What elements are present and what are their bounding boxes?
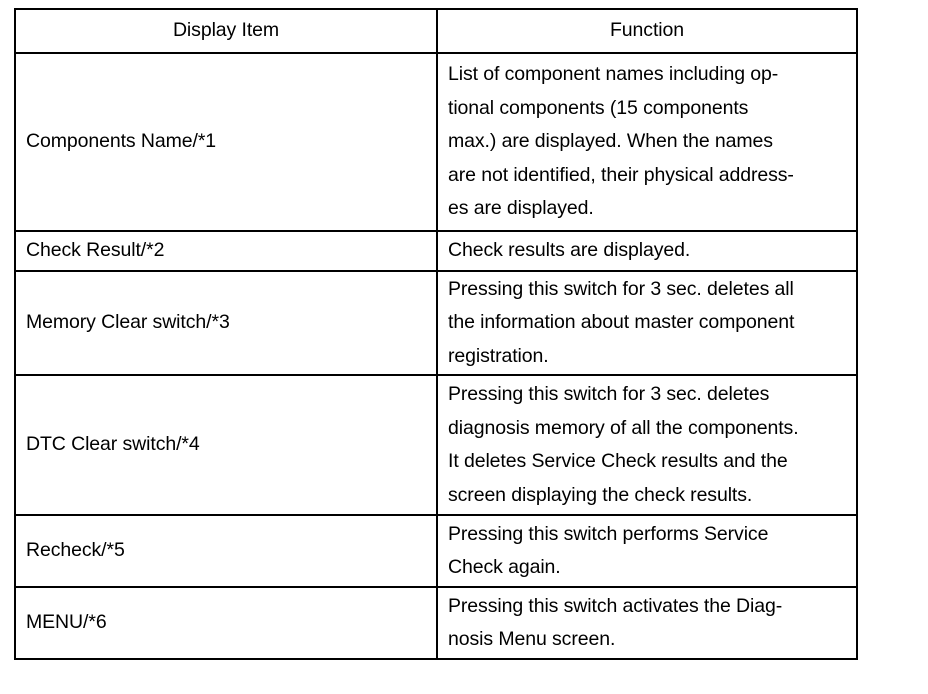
function-cell: List of component names including op- ti… xyxy=(436,52,858,232)
header-display-item: Display Item xyxy=(14,8,438,54)
header-row: Display Item Function xyxy=(14,8,858,54)
display-item-cell: Recheck/*5 xyxy=(14,514,438,588)
table-body: Components Name/*1 List of component nam… xyxy=(14,52,858,660)
display-items-table: Display Item Function Components Name/*1… xyxy=(14,8,858,660)
function-cell: Pressing this switch activates the Diag-… xyxy=(436,586,858,660)
function-cell: Check results are displayed. xyxy=(436,230,858,272)
display-item-cell: Check Result/*2 xyxy=(14,230,438,272)
display-item-cell: Components Name/*1 xyxy=(14,52,438,232)
table-row: Check Result/*2 Check results are displa… xyxy=(14,230,858,272)
table-header: Display Item Function xyxy=(14,8,858,54)
function-cell: Pressing this switch for 3 sec. deletes … xyxy=(436,270,858,376)
table-row: MENU/*6 Pressing this switch activates t… xyxy=(14,586,858,660)
display-item-cell: Memory Clear switch/*3 xyxy=(14,270,438,376)
table-row: DTC Clear switch/*4 Pressing this switch… xyxy=(14,374,858,516)
display-item-cell: MENU/*6 xyxy=(14,586,438,660)
display-item-cell: DTC Clear switch/*4 xyxy=(14,374,438,516)
display-items-table-container: Display Item Function Components Name/*1… xyxy=(14,8,858,660)
function-cell: Pressing this switch performs Service Ch… xyxy=(436,514,858,588)
table-row: Memory Clear switch/*3 Pressing this swi… xyxy=(14,270,858,376)
table-row: Components Name/*1 List of component nam… xyxy=(14,52,858,232)
header-function: Function xyxy=(436,8,858,54)
table-row: Recheck/*5 Pressing this switch performs… xyxy=(14,514,858,588)
function-cell: Pressing this switch for 3 sec. deletes … xyxy=(436,374,858,516)
